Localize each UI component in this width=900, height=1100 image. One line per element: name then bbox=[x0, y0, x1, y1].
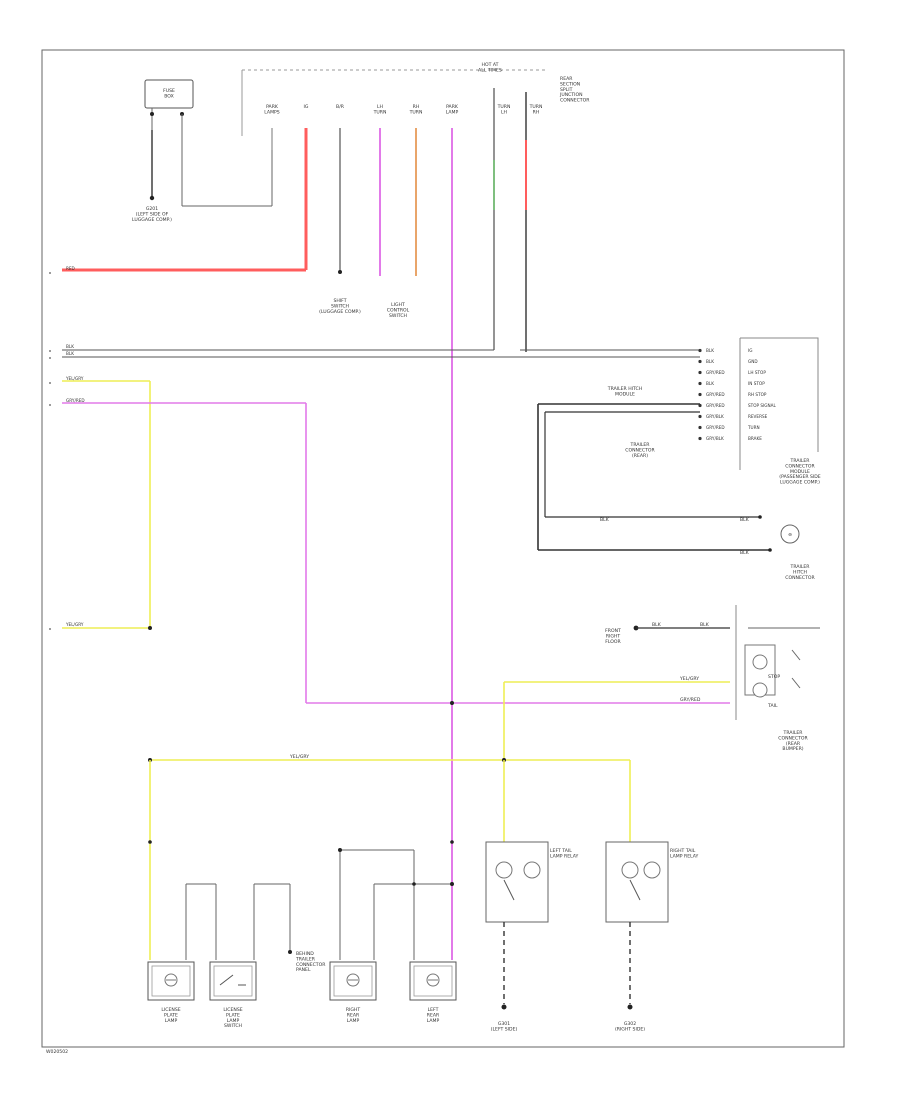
wire-terminal bbox=[49, 382, 51, 384]
connector-pin bbox=[698, 370, 702, 375]
pin-label: B/R bbox=[336, 104, 345, 110]
connector-pin-function: REVERSE bbox=[748, 414, 768, 419]
connector-pin-color: GRY/RED bbox=[706, 370, 725, 375]
svg-text:BLK: BLK bbox=[740, 550, 750, 556]
bus-label: YEL/GRY bbox=[289, 754, 309, 760]
left-wire-label: GRY/RED bbox=[66, 398, 85, 403]
connector-pin bbox=[698, 381, 702, 386]
wire-terminal bbox=[49, 272, 51, 274]
connector-pin-function: STOP SIGNAL bbox=[748, 403, 777, 408]
svg-text:BLK: BLK bbox=[700, 622, 710, 628]
connector-pin-color: GRY/RED bbox=[706, 392, 725, 397]
wire-terminal bbox=[49, 628, 51, 630]
connector-pin-function: RH STOP bbox=[748, 392, 767, 397]
connector-pin-function: IG bbox=[748, 348, 752, 353]
svg-text:⊖: ⊖ bbox=[788, 533, 792, 538]
left-wire-label: YEL/GRY bbox=[65, 376, 84, 381]
connector-pin-function: BRAKE bbox=[748, 436, 762, 441]
connector-pin-color: BLK bbox=[706, 348, 714, 353]
svg-text:BLK: BLK bbox=[740, 517, 750, 523]
wire-terminal bbox=[49, 404, 51, 406]
relay-label-stop: STOP bbox=[768, 674, 780, 680]
wire-terminal bbox=[49, 357, 51, 359]
connector-pin bbox=[698, 425, 702, 430]
right-connector-block: BLK IG BLK GND GRY/RED LH STOP BLK IN STOP GRY/R… bbox=[607, 337, 821, 486]
left-wire-label: BLK bbox=[66, 344, 74, 349]
connector-pin bbox=[698, 414, 702, 419]
left-wire-label: YEL/GRY bbox=[65, 622, 84, 627]
connector-pin-function: TURN bbox=[747, 425, 760, 430]
relay-ground-label: G302(RIGHT SIDE) bbox=[615, 1021, 645, 1032]
connector-pin-function: GND bbox=[748, 359, 758, 364]
left-wire-label: BLK bbox=[66, 351, 74, 356]
pin-label: IG bbox=[304, 104, 309, 110]
connector-pin-function: LH STOP bbox=[748, 370, 766, 375]
connector-pin-color: GRY/RED bbox=[706, 403, 725, 408]
footer-code: W020502 bbox=[46, 1049, 68, 1055]
connector-pin bbox=[698, 392, 702, 397]
wire-terminal bbox=[49, 350, 51, 352]
connector-pin-color: GRY/BLK bbox=[706, 414, 724, 419]
svg-text:YEL/GRY: YEL/GRY bbox=[679, 676, 699, 682]
relay-ground-label: G301(LEFT SIDE) bbox=[491, 1021, 518, 1032]
svg-text:GRY/RED: GRY/RED bbox=[680, 697, 701, 703]
connector-pin-color: GRY/RED bbox=[706, 425, 725, 430]
left-wire-label: RED bbox=[66, 266, 75, 271]
connector-pin-color: GRY/BLK bbox=[706, 436, 724, 441]
diagram-frame bbox=[41, 49, 845, 1048]
connector-pin-color: BLK bbox=[706, 381, 714, 386]
connector-pin-function: IN STOP bbox=[748, 381, 765, 386]
left-wire-labels: RED BLK BLK YEL/GRY GRY/RED YEL/GRY bbox=[49, 266, 85, 630]
connector-pin bbox=[698, 359, 702, 364]
relay-label-tail: TAIL bbox=[767, 703, 778, 709]
connector-pin bbox=[698, 436, 702, 441]
svg-text:BLK: BLK bbox=[600, 517, 610, 523]
connector-pin bbox=[698, 348, 702, 353]
ground-motor-symbol bbox=[780, 524, 800, 544]
connector-pin-color: BLK bbox=[706, 359, 714, 364]
svg-text:BLK: BLK bbox=[652, 622, 662, 628]
